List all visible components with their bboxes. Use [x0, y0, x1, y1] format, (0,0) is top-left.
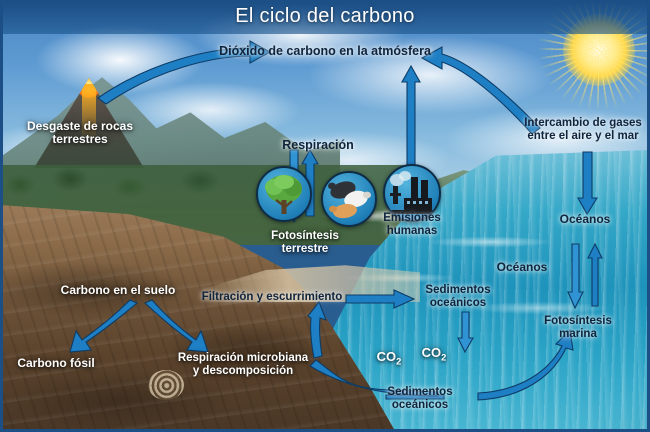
label-soil-carbon: Carbono en el suelo	[60, 283, 176, 297]
label-ocean-sediments-bottom: Sedimentos oceánicos	[387, 386, 453, 411]
label-oceans-top: Océanos	[559, 212, 611, 226]
label-gas-exchange: Intercambio de gases entre el aire y el …	[524, 117, 642, 142]
tree-icon	[256, 166, 312, 222]
label-rock-weathering: Desgaste de rocas terrestres	[26, 119, 134, 147]
page-title: El ciclo del carbono	[235, 5, 415, 27]
label-photosynthesis-land: Fotosíntesis terrestre	[271, 230, 339, 255]
arrow-gas-exchange-down-to-oceans	[577, 151, 600, 216]
label-runoff: Filtración y escurrimiento	[201, 291, 343, 303]
label-fossil-carbon: Carbono fósil	[17, 356, 95, 370]
arrow-oceans-down-to-marine	[567, 243, 586, 310]
arrow-sediments-down	[457, 311, 476, 354]
ammonite-fossil-icon	[148, 370, 184, 400]
co2-left-text: CO2	[376, 349, 402, 367]
arrow-emissions-up	[401, 64, 424, 167]
co2-right-text: CO2	[421, 345, 447, 363]
livestock-icon	[321, 171, 377, 227]
label-co2-right: CO2	[421, 345, 447, 363]
label-atmosphere: Dióxido de carbono en la atmósfera	[219, 44, 431, 58]
label-marine-photosynthesis: Fotosíntesis marina	[544, 315, 612, 340]
label-ocean-sediments-mid: Sedimentos oceánicos	[425, 284, 491, 309]
arrow-runoff-to-sediments	[345, 289, 416, 309]
label-microbial-respiration: Respiración microbiana y descomposición	[177, 352, 309, 377]
label-respiration: Respiración	[282, 138, 354, 152]
factory-icon	[383, 164, 441, 222]
label-human-emissions: Emisiones humanas	[383, 212, 441, 237]
label-co2-left: CO2	[376, 349, 402, 367]
label-oceans-mid: Océanos	[496, 260, 548, 274]
arrow-runoff-up	[307, 300, 330, 359]
arrow-marine-photosynthesis-up	[587, 242, 606, 307]
title-band	[0, 0, 650, 34]
